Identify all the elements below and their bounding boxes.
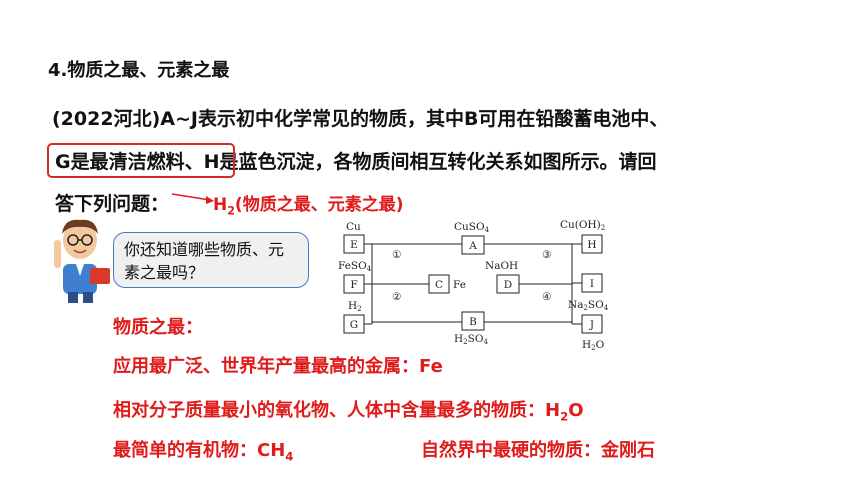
speech-bubble: 你还知道哪些物质、元素之最吗？: [113, 232, 309, 288]
box-b: B: [461, 311, 485, 331]
svg-text:C: C: [435, 279, 443, 291]
svg-text:I: I: [590, 278, 594, 290]
reaction-4: ④: [542, 291, 552, 303]
question-line-2: G是最清洁燃料、H是蓝色沉淀，各物质间相互转化关系如图所示。请回: [55, 147, 657, 174]
question-line-1: (2022河北)A~J表示初中化学常见的物质，其中B可用在铅酸蓄电池中、: [52, 108, 669, 130]
label-na2so4: Na2SO4: [568, 299, 609, 312]
svg-text:G: G: [350, 319, 358, 331]
label-cuoh2: Cu(OH)2: [560, 219, 605, 232]
label-naoh: NaOH: [485, 260, 518, 272]
answer-line-2: 相对分子质量最小的氧化物、人体中含量最多的物质：H2O: [113, 400, 584, 424]
reaction-3: ③: [542, 249, 552, 261]
answer-line-1: 应用最广泛、世界年产量最高的金属：Fe: [113, 356, 443, 377]
question-line-3: 答下列问题：: [55, 193, 170, 215]
reaction-2: ②: [392, 291, 402, 303]
annotation-arrow: [171, 193, 214, 204]
section-title: 4.物质之最、元素之最: [48, 60, 230, 81]
box-d: D: [496, 274, 520, 294]
label-h2: H2: [348, 300, 362, 313]
box-i: I: [581, 273, 603, 293]
box-h: H: [581, 234, 603, 254]
answer-line-3a: 最简单的有机物：CH4: [113, 440, 294, 464]
box-e: E: [343, 234, 365, 254]
box-j: J: [581, 314, 603, 334]
svg-text:J: J: [589, 319, 594, 331]
box-f: F: [343, 274, 365, 294]
box-a: A: [461, 235, 485, 255]
label-cu: Cu: [346, 221, 361, 233]
label-h2o: H2O: [582, 339, 605, 352]
question-line-2-rest: H是蓝色沉淀，各物质间相互转化关系如图所示。请回: [203, 151, 657, 173]
svg-text:A: A: [468, 240, 477, 252]
box-c: C: [428, 274, 450, 294]
teacher-avatar: [54, 219, 110, 303]
reaction-diagram: E F G A C B D H I J ① ② ③ ④ Cu FeSO4 H2 …: [338, 219, 609, 352]
svg-text:H: H: [587, 239, 596, 251]
annotation-note: H2(物质之最、元素之最): [213, 195, 404, 218]
answers-heading: 物质之最：: [113, 317, 203, 338]
label-h2so4: H2SO4: [454, 333, 488, 346]
svg-text:B: B: [469, 316, 477, 328]
reaction-1: ①: [392, 249, 402, 261]
highlighted-clue: G是最清洁燃料、: [55, 151, 204, 173]
svg-text:F: F: [350, 279, 357, 291]
label-fe: Fe: [453, 279, 466, 291]
box-g: G: [343, 314, 365, 334]
label-feso4: FeSO4: [338, 260, 372, 273]
svg-text:D: D: [504, 279, 512, 291]
answer-line-3b: 自然界中最硬的物质：金刚石: [421, 440, 655, 461]
highlight-box: [47, 143, 235, 178]
svg-text:E: E: [350, 239, 358, 251]
label-cuso4: CuSO4: [454, 221, 490, 234]
